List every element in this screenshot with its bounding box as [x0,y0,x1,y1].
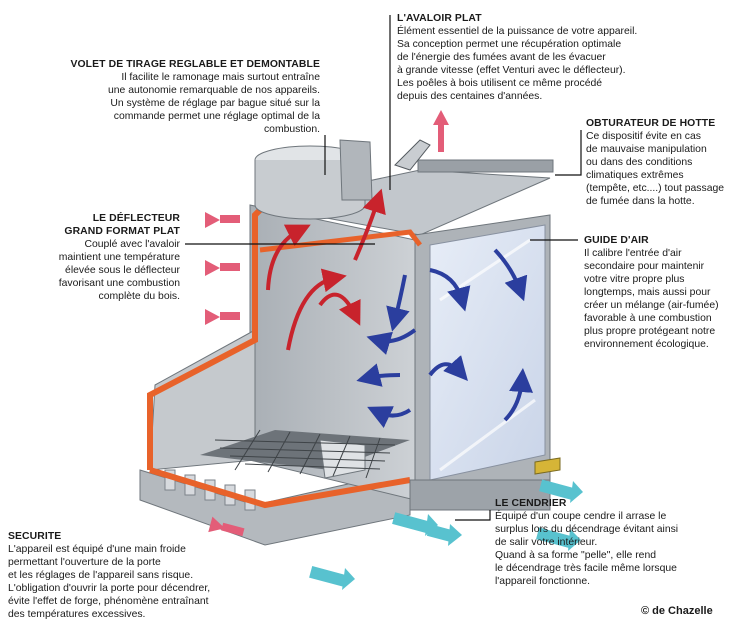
cendrier-line-3: de salir votre intérieur. [495,537,598,548]
deflecteur-line-5: complète du bois. [98,291,180,302]
deflecteur-line-2: maintient une température [58,252,180,263]
volet-line-2: une autonomie remarquable de nos apparei… [108,85,320,96]
callout-securite: SECURITE L'appareil est équipé d'une mai… [8,530,268,621]
obturateur-line-1: Ce dispositif évite en cas [586,131,701,142]
leader-lines [185,15,582,521]
guide-line-4: longtemps, mais aussi pour [584,287,711,298]
volet-title: VOLET DE TIRAGE REGLABLE ET DEMONTABLE [70,59,320,70]
orange-liner-bottom [149,467,411,509]
avaloir-line-1: Élément essentiel de la puissance de vot… [397,26,638,37]
callout-guide-air: GUIDE D'AIR Il calibre l'entrée d'air se… [584,234,749,351]
damper-handle [394,139,431,171]
guide-line-2: secondaire pour maintenir [584,261,705,272]
securite-title: SECURITE [8,531,62,542]
ash-pan [409,479,551,511]
obturateur-line-5: (tempête, etc....) tout passage [586,183,725,194]
obturateur-line-2: de mauvaise manipulation [586,144,707,155]
avaloir-line-2: Sa conception permet une récupération op… [397,39,622,50]
guide-line-7: plus propre protégeant notre [584,326,716,337]
cendrier-line-5: le décendrage très facile même lorsque [495,563,677,574]
avaloir-line-4: à grande vitesse (effet Venturi avec le … [397,65,626,76]
deflecteur-line-4: favorisant une combustion [58,278,180,289]
copyright: © de Chazelle [641,605,713,617]
orange-liner-left [147,202,268,470]
securite-line-5: évite l'effet de forge, phénomène entraî… [8,596,209,607]
guide-line-5: créer un mélange (air-fumée) [584,300,719,311]
deflecteur-title-2: GRAND FORMAT PLAT [64,226,180,237]
door-handle [534,457,561,475]
callout-obturateur: OBTURATEUR DE HOTTE Ce dispositif évite … [586,117,746,208]
callout-cendrier: LE CENDRIER Équipé d'un coupe cendre il … [495,497,725,588]
securite-line-4: L'obligation d'ouvrir la porte pour déce… [8,583,211,594]
securite-line-3: et les réglages de l'appareil sans risqu… [8,570,194,581]
volet-line-4: commande permet une réglage optimal de l… [113,111,320,122]
cendrier-line-2: surplus lors du décendrage évitant ainsi [495,524,679,535]
stove-body [139,139,561,546]
callout-volet: VOLET DE TIRAGE REGLABLE ET DEMONTABLE I… [60,58,320,136]
guide-line-6: favorable à une combustion [584,313,712,324]
flue-gas-flow [266,188,386,351]
cendrier-title: LE CENDRIER [495,498,567,509]
obturateur-title: OBTURATEUR DE HOTTE [586,118,716,129]
cendrier-line-1: Équipé d'un coupe cendre il arrase le [495,511,667,522]
deflecteur-title-1: LE DÉFLECTEUR [92,213,180,224]
callout-deflecteur: LE DÉFLECTEUR GRAND FORMAT PLAT Couplé a… [40,212,180,303]
fresh-air-arrows [309,479,583,590]
avaloir-line-3: de l'énergie des fumées avant de les éva… [397,52,606,63]
flue-collar [254,139,373,220]
deflecteur-line-1: Couplé avec l'avaloir [84,239,180,250]
callout-avaloir: L'AVALOIR PLAT Élément essentiel de la p… [397,12,697,103]
guide-line-3: votre vitre propre plus [584,274,685,285]
volet-line-5: combustion. [263,124,320,135]
guide-title: GUIDE D'AIR [584,235,649,246]
hot-air-arrows [205,110,449,537]
cendrier-line-4: Quand à sa forme "pelle", elle rend [495,550,657,561]
volet-line-3: Un système de réglage par bague situé su… [110,98,320,109]
securite-line-6: des températures excessives. [8,609,146,620]
volet-line-1: Il facilite le ramonage mais surtout ent… [121,72,320,83]
avaloir-line-5: Les poêles à bois utilisent ce même proc… [397,78,603,89]
deflecteur-line-3: élevée sous le déflecteur [65,265,180,276]
cendrier-line-6: l'appareil fonctionne. [495,576,590,587]
avaloir-line-6: depuis des centaines d'années. [397,91,543,102]
securite-line-1: L'appareil est équipé d'une main froide [8,544,186,555]
guide-line-1: Il calibre l'entrée d'air [584,248,682,259]
avaloir-title: L'AVALOIR PLAT [397,13,482,24]
obturateur-line-3: ou dans des conditions [586,157,693,168]
obturateur-line-6: de fumée dans la hotte. [586,196,695,207]
secondary-air-flow [356,248,534,428]
guide-line-8: environnement écologique. [584,339,709,350]
securite-line-2: permettant l'ouverture de la porte [8,557,161,568]
obturateur-line-4: climatiques extrêmes [586,170,684,181]
fire-grate [214,429,396,479]
